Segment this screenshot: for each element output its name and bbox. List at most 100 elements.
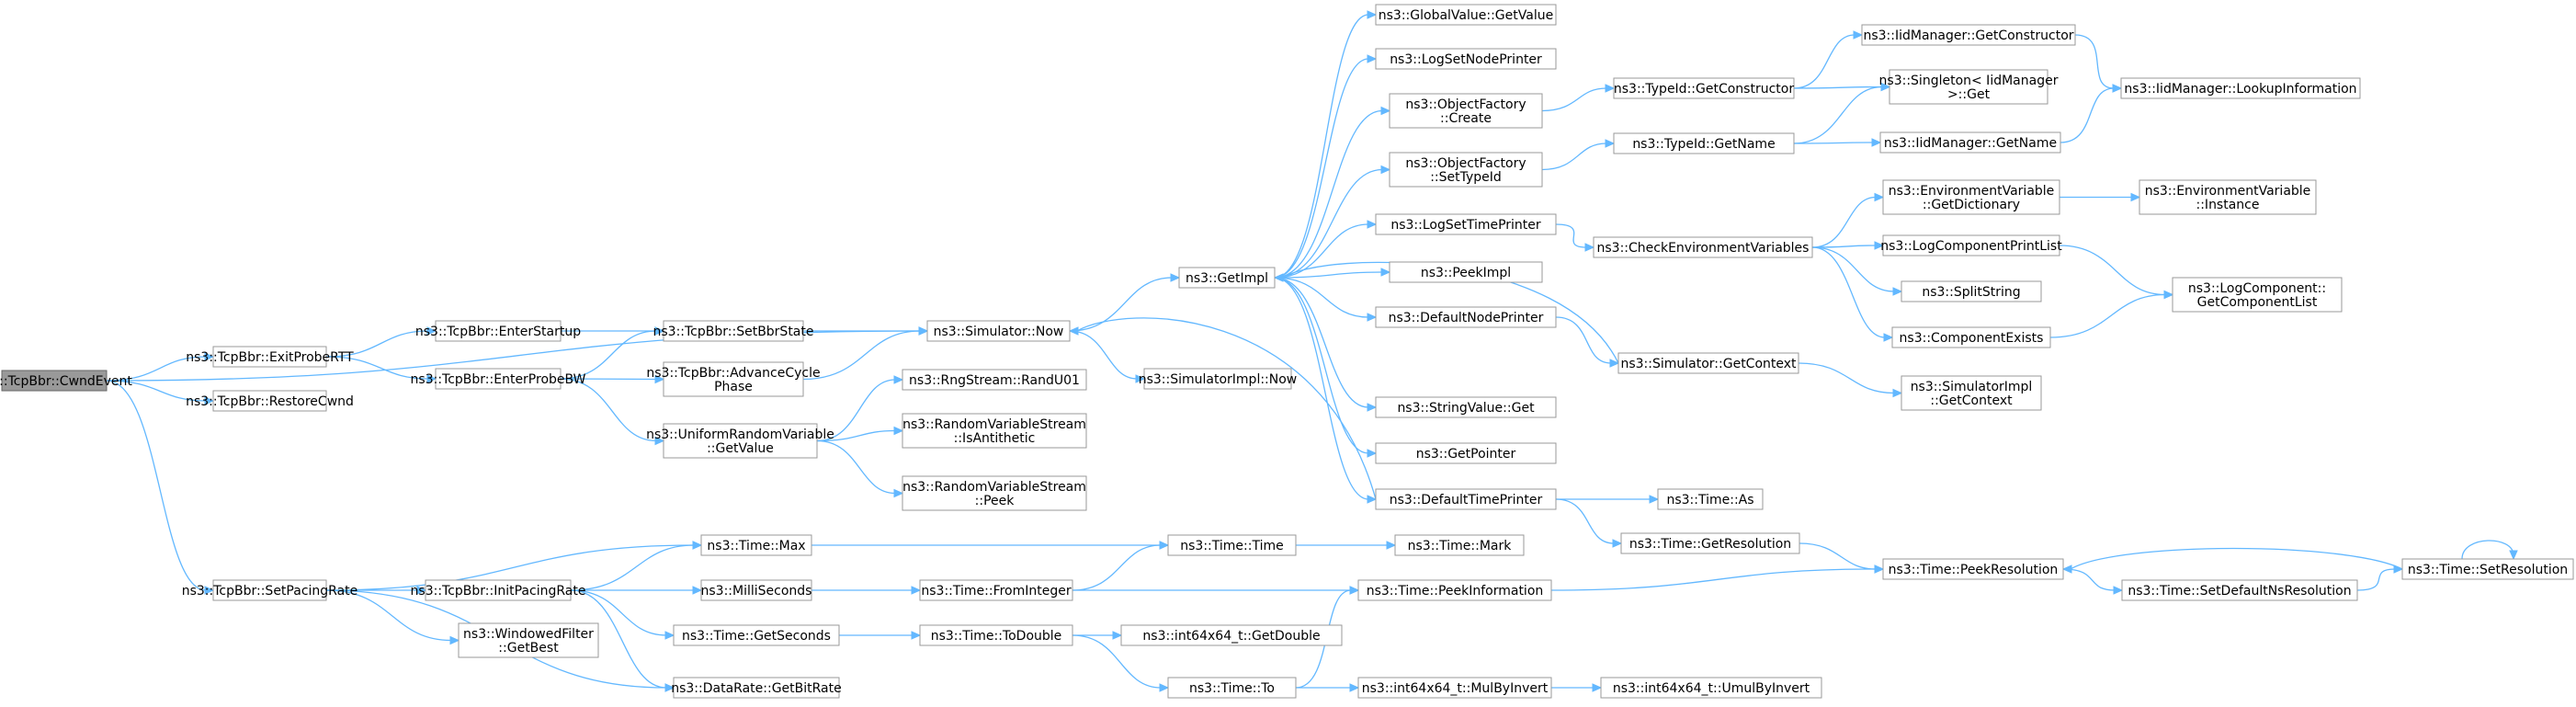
- node-ofCreate[interactable]: ns3::ObjectFactory::Create: [1389, 93, 1543, 129]
- node-label: ns3::TcpBbr::EnterStartup: [415, 325, 581, 339]
- node-singletonGet[interactable]: ns3::Singleton< IidManager >::Get: [1879, 69, 2059, 105]
- node-setBbrState[interactable]: ns3::TcpBbr::SetBbrState: [653, 320, 814, 342]
- node-defaultTimePrinter[interactable]: ns3::DefaultTimePrinter: [1375, 488, 1557, 510]
- node-rvsIsAntithetic[interactable]: ns3::RandomVariableStream::IsAntithetic: [902, 413, 1087, 449]
- edge-timeFromInteger-to-timePeekInformation: [1072, 586, 1360, 595]
- node-label: ns3::Time::Max: [707, 539, 805, 553]
- node-label: ns3::TypeId::GetName: [1632, 137, 1775, 152]
- node-timeGetResolution[interactable]: ns3::Time::GetResolution: [1620, 532, 1800, 554]
- node-enterProbeBW[interactable]: ns3::TcpBbr::EnterProbeBW: [411, 368, 586, 390]
- node-label: ns3::DefaultNodePrinter: [1389, 311, 1544, 325]
- node-timeGetSeconds[interactable]: ns3::Time::GetSeconds: [673, 624, 840, 646]
- node-exitProbeRTT[interactable]: ns3::TcpBbr::ExitProbeRTT: [186, 346, 354, 368]
- edge-timeToDouble-to-int64GetDouble: [1072, 631, 1123, 640]
- node-label: ns3::Time::PeekInformation: [1367, 584, 1544, 599]
- node-timeTo[interactable]: ns3::Time::To: [1167, 677, 1297, 699]
- node-box: [2139, 179, 2317, 215]
- node-dataRateGetBitRate[interactable]: ns3::DataRate::GetBitRate: [671, 677, 842, 699]
- node-label: ::GetValue: [707, 441, 774, 456]
- edge-getImpl-to-ofSetTypeId: [1274, 165, 1391, 279]
- edge-logComponentPrintList-to-logComponentGetList: [2059, 245, 2174, 300]
- node-box: [425, 579, 572, 601]
- node-int64UmulByInvert[interactable]: ns3::int64x64_t::UmulByInvert: [1600, 677, 1822, 699]
- node-milliSeconds[interactable]: ns3::MilliSeconds: [700, 579, 812, 601]
- node-box: [2120, 77, 2361, 99]
- node-envInstance[interactable]: ns3::EnvironmentVariable::Instance: [2139, 179, 2317, 215]
- node-simImplNow[interactable]: ns3::SimulatorImpl::Now: [1139, 368, 1298, 390]
- node-timeSetResolution[interactable]: ns3::Time::SetResolution: [2401, 558, 2574, 580]
- node-box: [1375, 306, 1557, 328]
- node-enterStartup[interactable]: ns3::TcpBbr::EnterStartup: [415, 320, 581, 342]
- node-cwndEvent[interactable]: ns3::TcpBbr::CwndEvent: [0, 370, 132, 392]
- node-timeAs[interactable]: ns3::Time::As: [1657, 488, 1764, 510]
- node-restoreCwnd[interactable]: ns3::TcpBbr::RestoreCwnd: [186, 390, 354, 412]
- node-stringValueGet[interactable]: ns3::StringValue::Get: [1375, 396, 1557, 418]
- node-typeIdGetConstructor[interactable]: ns3::TypeId::GetConstructor: [1613, 77, 1795, 99]
- node-rvsPeek[interactable]: ns3::RandomVariableStream::Peek: [902, 475, 1087, 511]
- node-timeTime[interactable]: ns3::Time::Time: [1167, 534, 1297, 556]
- edge-timeSetResolution-to-timeSetResolution: [2461, 540, 2518, 561]
- node-label: ns3::TcpBbr::CwndEvent: [0, 374, 132, 389]
- edge-simNow-to-simImplNow: [1069, 330, 1146, 383]
- node-typeIdGetName[interactable]: ns3::TypeId::GetName: [1613, 132, 1795, 154]
- node-windowedFilterGetBest[interactable]: ns3::WindowedFilter::GetBest: [458, 622, 599, 658]
- node-getImpl[interactable]: ns3::GetImpl: [1178, 267, 1276, 289]
- node-iidGetName[interactable]: ns3::IidManager::GetName: [1879, 131, 2061, 154]
- node-timeToDouble[interactable]: ns3::Time::ToDouble: [919, 624, 1073, 646]
- edge-exitProbeRTT-to-enterProbeBW: [325, 356, 437, 383]
- node-envGetDictionary[interactable]: ns3::EnvironmentVariable::GetDictionary: [1882, 179, 2060, 215]
- node-label: ns3::CheckEnvironmentVariables: [1597, 241, 1810, 256]
- edge-getImpl-to-defaultNodePrinter: [1274, 277, 1378, 322]
- node-simGetContext[interactable]: ns3::Simulator::GetContext: [1617, 352, 1799, 374]
- node-timeMax[interactable]: ns3::Time::Max: [700, 534, 812, 556]
- node-label: >::Get: [1947, 87, 1991, 102]
- node-timeMark[interactable]: ns3::Time::Mark: [1394, 534, 1525, 556]
- edge-timeGetResolution-to-timePeekResolution: [1799, 542, 1885, 574]
- node-ofSetTypeId[interactable]: ns3::ObjectFactory::SetTypeId: [1389, 152, 1543, 188]
- node-box: [212, 346, 327, 368]
- node-gvGetValue[interactable]: ns3::GlobalValue::GetValue: [1375, 4, 1557, 26]
- node-rngRandU01[interactable]: ns3::RngStream::RandU01: [902, 369, 1087, 391]
- node-logSetTimePrinter[interactable]: ns3::LogSetTimePrinter: [1375, 213, 1557, 235]
- edge-int64MulByInvert-to-int64UmulByInvert: [1550, 683, 1603, 692]
- node-label: ns3::Time::SetDefaultNsResolution: [2128, 584, 2351, 599]
- node-peekImpl[interactable]: ns3::PeekImpl: [1389, 261, 1543, 283]
- node-iidGetConstructor[interactable]: ns3::IidManager::GetConstructor: [1861, 24, 2076, 46]
- node-getPointer[interactable]: ns3::GetPointer: [1375, 442, 1557, 464]
- node-simImplGetContext[interactable]: ns3::SimulatorImpl::GetContext: [1901, 375, 2042, 411]
- node-timeFromInteger[interactable]: ns3::Time::FromInteger: [919, 579, 1073, 601]
- node-box: [1357, 579, 1552, 601]
- node-timeSetDefaultNsResolution[interactable]: ns3::Time::SetDefaultNsResolution: [2121, 579, 2358, 601]
- node-box: [1593, 236, 1813, 258]
- node-box: [663, 320, 804, 342]
- node-label: ns3::Time::SetResolution: [2408, 563, 2568, 577]
- node-urvGetValue[interactable]: ns3::UniformRandomVariable::GetValue: [646, 423, 834, 459]
- edge-ofCreate-to-typeIdGetConstructor: [1541, 84, 1616, 112]
- node-timePeekInformation[interactable]: ns3::Time::PeekInformation: [1357, 579, 1552, 601]
- node-logComponentPrintList[interactable]: ns3::LogComponentPrintList: [1880, 234, 2062, 257]
- node-int64MulByInvert[interactable]: ns3::int64x64_t::MulByInvert: [1357, 677, 1552, 699]
- node-timePeekResolution[interactable]: ns3::Time::PeekResolution: [1882, 558, 2064, 580]
- node-label: ns3::IidManager::GetConstructor: [1863, 29, 2073, 43]
- node-int64GetDouble[interactable]: ns3::int64x64_t::GetDouble: [1120, 624, 1343, 646]
- node-checkEnvVars[interactable]: ns3::CheckEnvironmentVariables: [1593, 236, 1813, 258]
- node-splitString[interactable]: ns3::SplitString: [1901, 280, 2042, 302]
- node-box: [1, 370, 108, 392]
- node-initPacingRate[interactable]: ns3::TcpBbr::InitPacingRate: [411, 579, 586, 601]
- node-simNow[interactable]: ns3::Simulator::Now: [926, 320, 1071, 342]
- node-box: [1620, 532, 1800, 554]
- node-componentExists[interactable]: ns3::ComponentExists: [1891, 326, 2051, 348]
- node-label: ns3::EnvironmentVariable: [1889, 184, 2055, 199]
- node-box: [1375, 396, 1557, 418]
- node-box: [1600, 677, 1822, 699]
- node-box: [1375, 442, 1557, 464]
- node-box: [1143, 368, 1292, 390]
- edge-defaultTimePrinter-to-simNow: [1068, 317, 1377, 500]
- node-logComponentGetList[interactable]: ns3::LogComponent::GetComponentList: [2172, 277, 2343, 313]
- node-setPacingRate[interactable]: ns3::TcpBbr::SetPacingRate: [182, 579, 358, 601]
- node-iidLookup[interactable]: ns3::IidManager::LookupInformation: [2120, 77, 2361, 99]
- node-defaultNodePrinter[interactable]: ns3::DefaultNodePrinter: [1375, 306, 1557, 328]
- node-label: ns3::Time::FromInteger: [921, 584, 1071, 599]
- node-logSetNodePrinter[interactable]: ns3::LogSetNodePrinter: [1375, 48, 1557, 70]
